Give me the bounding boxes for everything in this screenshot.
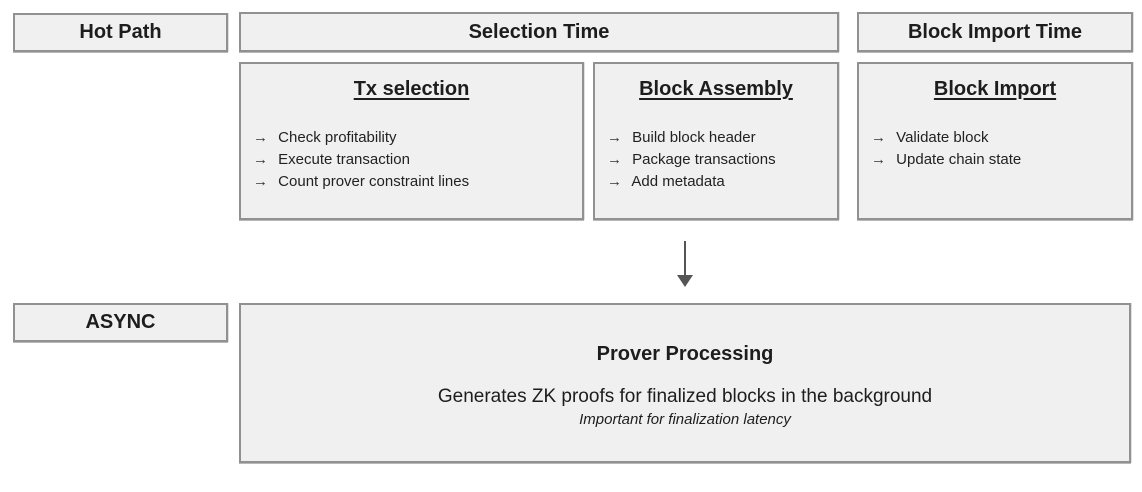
list-item: → Add metadata: [607, 171, 831, 193]
flow-arrow-head: [677, 275, 693, 287]
tx-selection-list: → Check profitability → Execute transact…: [241, 127, 582, 193]
arrow-icon: →: [607, 129, 622, 146]
prover-processing-description: Generates ZK proofs for finalized blocks…: [437, 386, 933, 407]
async-label: ASYNC: [85, 311, 156, 333]
block-assembly-title: Block Assembly: [639, 78, 793, 100]
prover-processing-title: Prover Processing: [596, 343, 774, 365]
arrow-icon: →: [871, 151, 886, 168]
list-item-label: Validate block: [896, 129, 989, 146]
list-item: → Check profitability: [253, 127, 576, 149]
hot-path-label: Hot Path: [79, 21, 162, 43]
selection-time-header-box: Selection Time: [239, 12, 839, 52]
arrow-icon: →: [253, 173, 268, 190]
list-item-label: Count prover constraint lines: [278, 173, 470, 190]
prover-processing-box: Prover Processing Generates ZK proofs fo…: [239, 303, 1131, 463]
block-import-box: Block Import → Validate block → Update c…: [857, 62, 1133, 220]
list-item: → Package transactions: [607, 149, 831, 171]
prover-processing-note: Important for finalization latency: [579, 411, 791, 428]
async-label-box: ASYNC: [13, 303, 228, 342]
arrow-icon: →: [607, 173, 622, 190]
flow-arrow-down-icon: [677, 241, 693, 287]
arrow-icon: →: [253, 151, 268, 168]
list-item-label: Execute transaction: [278, 151, 410, 168]
list-item-label: Update chain state: [896, 151, 1022, 168]
block-import-time-label: Block Import Time: [907, 20, 1083, 43]
arrow-icon: →: [871, 129, 886, 146]
tx-selection-title: Tx selection: [353, 78, 470, 100]
arrow-icon: →: [607, 151, 622, 168]
list-item: → Build block header: [607, 127, 831, 149]
selection-time-label: Selection Time: [468, 20, 610, 43]
block-import-list: → Validate block → Update chain state: [859, 127, 1131, 171]
block-import-time-header-box: Block Import Time: [857, 12, 1133, 52]
list-item-label: Package transactions: [632, 151, 776, 168]
list-item: → Update chain state: [871, 149, 1125, 171]
hot-path-label-box: Hot Path: [13, 13, 228, 52]
flow-arrow-stem: [684, 241, 686, 275]
list-item-label: Add metadata: [631, 173, 725, 190]
list-item-label: Check profitability: [278, 129, 397, 146]
block-assembly-box: Block Assembly → Build block header → Pa…: [593, 62, 839, 220]
arrow-icon: →: [253, 129, 268, 146]
list-item-label: Build block header: [632, 129, 756, 146]
list-item: → Execute transaction: [253, 149, 576, 171]
block-assembly-list: → Build block header → Package transacti…: [595, 127, 837, 193]
tx-selection-box: Tx selection → Check profitability → Exe…: [239, 62, 584, 220]
block-import-title: Block Import: [933, 78, 1057, 100]
list-item: → Validate block: [871, 127, 1125, 149]
list-item: → Count prover constraint lines: [253, 171, 576, 193]
